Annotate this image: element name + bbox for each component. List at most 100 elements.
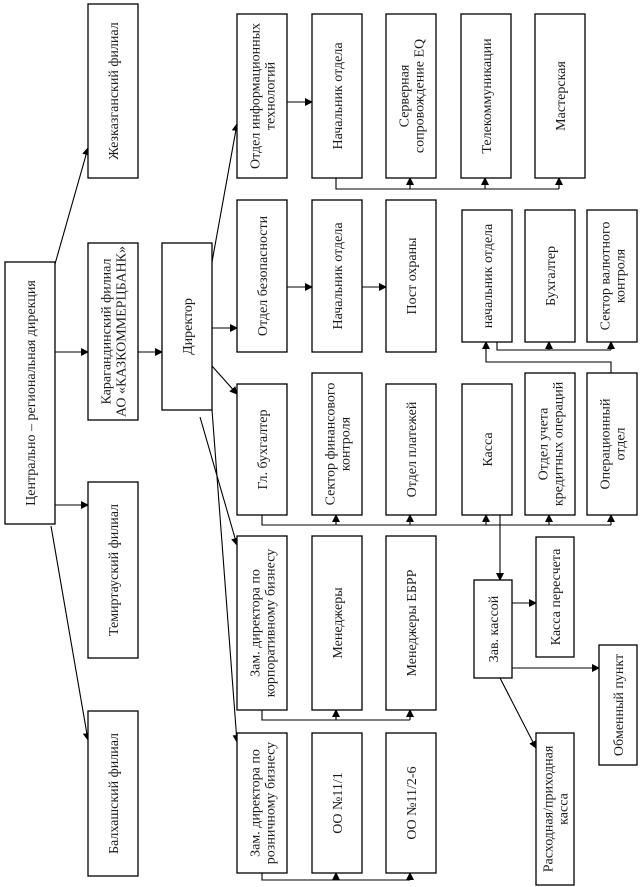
- node-box: [236, 732, 288, 874]
- node-label: Сектор финансового: [324, 383, 339, 506]
- node-box: [586, 209, 638, 343]
- node-label: Балхашский филиал: [107, 733, 122, 854]
- node-box: [385, 13, 437, 179]
- node-box: [87, 3, 139, 179]
- node-guard: Пост охраны: [385, 199, 437, 353]
- node-label: Отдел информационных: [249, 23, 264, 169]
- node-label: Обменный пункт: [612, 654, 627, 756]
- node-security: Отдел безопасности: [236, 199, 288, 353]
- node-label: Телекоммуникации: [480, 38, 495, 154]
- node-label: Операционный: [599, 398, 614, 489]
- node-box: [4, 261, 56, 525]
- node-cash: Касса: [461, 383, 513, 516]
- node-box: [460, 13, 512, 179]
- node-director: Директор: [161, 242, 213, 411]
- node-it-head: Начальник отдела: [311, 13, 363, 179]
- node-box: [311, 199, 363, 353]
- node-box: [311, 13, 363, 179]
- node-label: Темиртауский филиал: [107, 504, 122, 636]
- node-payments: Отдел платежей: [385, 383, 437, 516]
- node-label: Менеджеры ЕБРР: [405, 569, 420, 676]
- node-label: АО «КАЗКОММЕРЦБАНК»: [115, 246, 130, 417]
- node-label: Менеджеры: [331, 587, 346, 659]
- node-ebrd-managers: Менеджеры ЕБРР: [385, 535, 437, 711]
- node-zhezkazgan: Жезказганский филиал: [87, 3, 139, 179]
- node-exchange: Обменный пункт: [598, 644, 638, 766]
- node-box: [524, 209, 576, 343]
- edge-central-zhezkazgan: [54, 147, 90, 265]
- node-label: Директор: [181, 298, 196, 355]
- node-label: Пост охраны: [405, 237, 420, 315]
- node-label: Зав. кассой: [487, 595, 502, 662]
- node-box: [311, 372, 363, 516]
- node-box: [161, 242, 213, 411]
- node-chief-acc: Гл. бухгалтер: [236, 383, 288, 516]
- node-label: Гл. бухгалтер: [256, 409, 271, 489]
- node-label: Начальник отдела: [331, 222, 346, 330]
- node-label: касса: [557, 792, 572, 824]
- node-oo-11-1: ОО №11/1: [311, 732, 363, 874]
- node-box: [87, 481, 139, 659]
- node-label: Центрально – региональная дирекция: [24, 280, 39, 506]
- node-label: Отдел безопасности: [256, 215, 271, 336]
- node-box: [236, 199, 288, 353]
- node-label: Расходная/приходная: [542, 745, 557, 872]
- boxes: Центрально – региональная дирекция Жезказ…: [4, 3, 638, 886]
- connector: [261, 710, 410, 721]
- node-label: Начальник отдела: [331, 42, 346, 150]
- node-label: сопровождение EQ: [413, 39, 428, 153]
- node-cash-head: Зав. кассой: [473, 579, 513, 679]
- edge-operations-ops-head: [482, 341, 612, 373]
- node-label: корпоративному бизнесу: [264, 549, 279, 697]
- node-sec-head: Начальник отдела: [311, 199, 363, 353]
- bus-it: [335, 178, 559, 190]
- edge-director-corp-deputy: [199, 416, 239, 546]
- edge-director-chief-acc: [211, 365, 238, 395]
- node-box: [535, 536, 575, 658]
- node-ops-head: начальник отдела: [461, 209, 513, 343]
- node-label: Бухгалтер: [544, 246, 559, 306]
- node-managers: Менеджеры: [311, 535, 363, 711]
- node-box: [586, 372, 638, 516]
- connectors: [50, 98, 615, 881]
- node-label: Касса: [481, 432, 496, 467]
- node-telecom: Телекоммуникации: [460, 13, 512, 179]
- node-box: [385, 199, 437, 353]
- node-label: контроля: [614, 248, 629, 303]
- edge-director-retail-deputy: [211, 409, 241, 743]
- node-box: [524, 372, 576, 516]
- node-label: Сектор валютного: [599, 222, 614, 331]
- node-label: розничному бизнесу: [264, 742, 279, 864]
- node-label: ОО №11/1: [331, 772, 346, 833]
- node-central: Центрально – региональная дирекция: [4, 261, 56, 525]
- node-box: [535, 732, 575, 886]
- node-label: Карагандинский филиал: [100, 258, 115, 404]
- node-box: [236, 13, 288, 179]
- node-label: Мастерская: [554, 61, 569, 131]
- node-label: контроля: [339, 416, 354, 471]
- node-label: Жезказганский филиал: [107, 22, 122, 159]
- node-box: [598, 644, 638, 766]
- node-label: Касса пересчета: [549, 548, 564, 645]
- connector: [261, 873, 410, 881]
- edge-central-balkhash: [50, 525, 91, 741]
- connector: [496, 342, 611, 351]
- connector: [499, 677, 537, 749]
- edge-director-it: [211, 123, 240, 263]
- node-label: Отдел учета: [537, 407, 552, 480]
- node-label: кредитных операций: [552, 381, 567, 506]
- node-box: [385, 732, 437, 874]
- node-box: [87, 710, 139, 877]
- node-box: [461, 209, 513, 343]
- node-balkhash: Балхашский филиал: [87, 710, 139, 877]
- node-oo-11-2-6: ОО №11/2-6: [385, 732, 437, 874]
